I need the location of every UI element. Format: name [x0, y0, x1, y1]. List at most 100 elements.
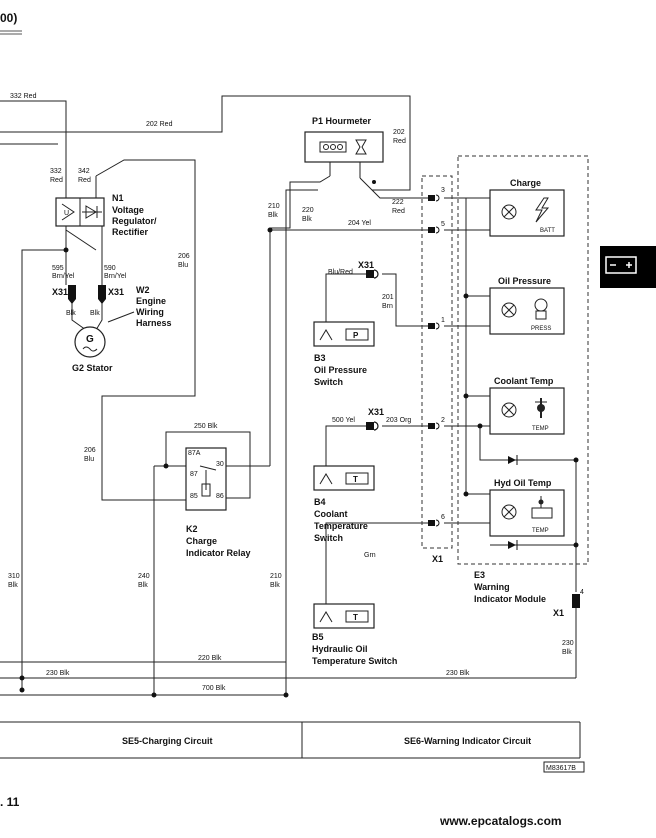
b3-line2: Switch: [314, 377, 343, 387]
n1-line1: Voltage: [112, 205, 144, 215]
thermometer-icon: [535, 398, 547, 418]
svg-text:30: 30: [216, 461, 224, 468]
svg-text:BATT: BATT: [540, 228, 555, 234]
wire-label: Red: [393, 138, 406, 145]
circuit-label-right: SE6-Warning Indicator Circuit: [404, 736, 531, 746]
wire-label: 202 Red: [146, 121, 173, 128]
b3-id: B3: [314, 353, 326, 363]
hydraulic-oil-temperature-switch[interactable]: T: [313, 603, 375, 629]
diode-icon: [508, 455, 518, 550]
svg-text:87A: 87A: [188, 450, 201, 457]
wire-label: 201: [382, 294, 394, 301]
indicator-title: Charge: [510, 178, 541, 188]
n1-id: N1: [112, 193, 124, 203]
wire-label: 500 Yel: [332, 417, 355, 424]
wire-label: 332: [50, 168, 62, 175]
header-title: 00): [0, 11, 17, 25]
charge-indicator[interactable]: [489, 189, 565, 237]
e3-id: E3: [474, 570, 485, 580]
wire-label: Blk: [268, 212, 278, 219]
component-labels: N1 Voltage Regulator/ Rectifier W2 Engin…: [52, 116, 564, 666]
x1-label: X1: [432, 554, 443, 564]
b3-line1: Oil Pressure: [314, 365, 367, 375]
wire-label: 220: [302, 207, 314, 214]
g2-label: G2 Stator: [72, 363, 113, 373]
x1-label: X1: [553, 608, 564, 618]
wire-label: 230: [562, 640, 574, 647]
wire-label: 210: [268, 203, 280, 210]
svg-text:4: 4: [580, 589, 584, 596]
x31-label: X31: [368, 407, 384, 417]
figure-ref: M83617B: [546, 765, 576, 772]
wire-label: Blk: [90, 310, 100, 317]
indicator-title: Hyd Oil Temp: [494, 478, 552, 488]
x1-pin-labels: 3 5 1 2 6 4: [441, 187, 584, 596]
svg-text:1: 1: [441, 317, 445, 324]
wire-label: 210: [270, 573, 282, 580]
pressure-symbol: P: [353, 331, 359, 340]
oil-pressure-indicator[interactable]: [489, 287, 565, 335]
oil-can-icon: [534, 298, 548, 320]
wire-label: 342: [78, 168, 90, 175]
w2-line1: Engine: [136, 296, 166, 306]
connector-x31-left[interactable]: [68, 285, 106, 304]
indicator-title: Oil Pressure: [498, 276, 551, 286]
lightning-icon: [535, 197, 550, 223]
w2-line2: Wiring: [136, 307, 164, 317]
svg-text:2: 2: [441, 417, 445, 424]
w2-id: W2: [136, 285, 150, 295]
hourmeter[interactable]: [304, 131, 384, 178]
b4-line2: Temperature: [314, 521, 368, 531]
warning-indicator-module[interactable]: [457, 155, 589, 565]
coolant-t-symbol: T: [353, 475, 358, 484]
coolant-temperature-switch[interactable]: T: [313, 465, 375, 491]
wire-label: 204 Yel: [348, 220, 371, 227]
relay-pin-labels: 87A 87 85 86 30: [188, 450, 224, 500]
wire-label: Brn/Yel: [104, 273, 127, 280]
e3-line1: Warning: [474, 582, 510, 592]
battery-icon: [605, 256, 637, 274]
svg-text:86: 86: [216, 493, 224, 500]
footer-table: SE5-Charging Circuit SE6-Warning Indicat…: [0, 721, 585, 828]
svg-text:85: 85: [190, 493, 198, 500]
wire-label: Blk: [562, 649, 572, 656]
wire-labels: 332 Red 202 Red 202 Red 332 Red 342 Red …: [8, 93, 574, 692]
svg-text:87: 87: [190, 471, 198, 478]
wire-label: Brn/Yel: [52, 273, 75, 280]
coolant-temp-indicator[interactable]: [489, 387, 565, 435]
wire-label: Blk: [8, 582, 18, 589]
wire-label: 332 Red: [10, 93, 37, 100]
wire-label: Blk: [270, 582, 280, 589]
stator[interactable]: G: [74, 326, 106, 358]
connector-x31-switches[interactable]: [366, 269, 379, 431]
side-tab[interactable]: [600, 246, 656, 288]
wire-label: 206: [178, 253, 190, 260]
wire-label: Brn: [382, 303, 393, 310]
wire-label: Blu: [84, 456, 94, 463]
p1-label: P1 Hourmeter: [312, 116, 372, 126]
b5-id: B5: [312, 632, 324, 642]
svg-text:6: 6: [441, 514, 445, 521]
stator-symbol: G: [86, 334, 94, 345]
wire-label: 590: [104, 265, 116, 272]
b4-line1: Coolant: [314, 509, 348, 519]
voltage-regulator[interactable]: U: [55, 197, 105, 227]
hyd-oil-temp-indicator[interactable]: [489, 489, 565, 537]
svg-text:3: 3: [441, 187, 445, 194]
svg-text:TEMP: TEMP: [532, 528, 549, 534]
oil-pressure-switch[interactable]: P: [313, 321, 375, 347]
page-number: . 11: [0, 795, 20, 809]
watermark: www.epcatalogs.com: [439, 814, 562, 828]
wire-label: Blk: [302, 216, 312, 223]
wire-label: 206: [84, 447, 96, 454]
wire-label: Blu: [178, 262, 188, 269]
wire-label: Blu/Red: [328, 269, 353, 276]
connector-x1[interactable]: [421, 175, 580, 608]
svg-text:5: 5: [441, 221, 445, 228]
wire-label: 240: [138, 573, 150, 580]
charge-indicator-relay[interactable]: [185, 447, 227, 511]
lamp-icon: [501, 204, 517, 520]
wire-label: Red: [78, 177, 91, 184]
circuit-label-left: SE5-Charging Circuit: [122, 736, 213, 746]
